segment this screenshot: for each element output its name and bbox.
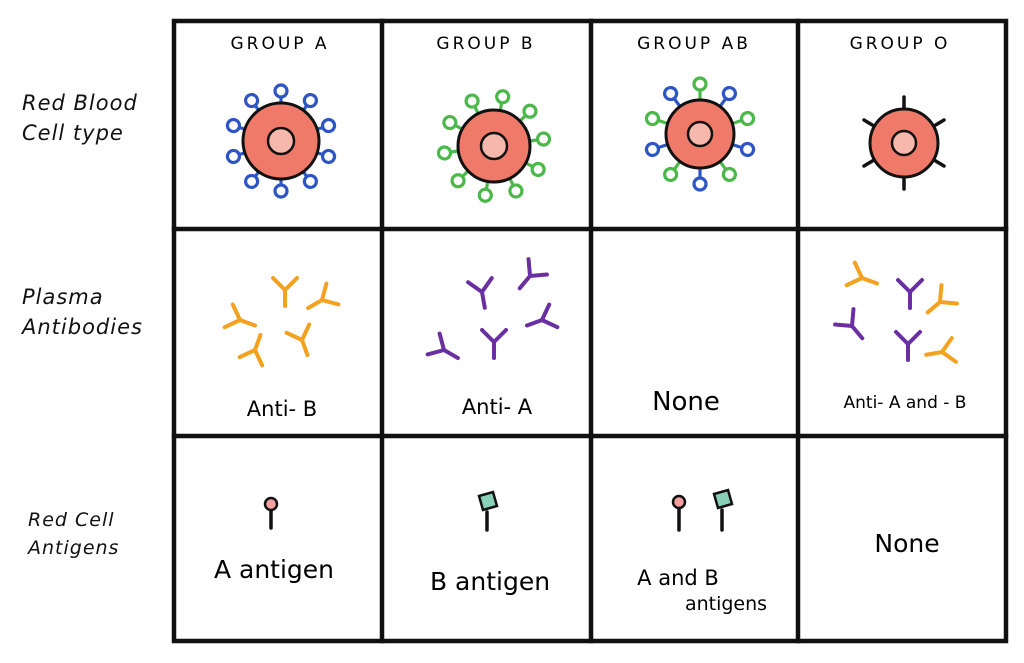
antigen-label-group-o: None: [874, 529, 939, 558]
row-label-line: Plasma: [22, 285, 104, 309]
a-antigen-icon: [671, 494, 687, 532]
column-header-group-a: GROUP A: [230, 34, 329, 54]
antigen-label-group-ab-line2: antigens: [685, 593, 767, 615]
red-blood-cell-group-b: [436, 88, 552, 204]
column-header-group-b: GROUP B: [436, 34, 535, 54]
table-grid: [171, 18, 1009, 644]
row-label-line: Antigens: [28, 537, 120, 559]
antigen-label-group-a: A antigen: [214, 555, 334, 584]
antibody-label-group-a: Anti- B: [247, 397, 317, 421]
row-label-line: Red Blood: [22, 91, 138, 115]
antigen-label-group-ab-line1: A and B: [637, 566, 719, 590]
b-antigen-icon: [712, 488, 734, 532]
b-antigen-icon: [477, 490, 499, 532]
row-label-line: Antibodies: [22, 315, 143, 339]
antibody-label-group-o: Anti- A and - B: [844, 393, 967, 413]
column-header-group-o: GROUP O: [850, 34, 951, 54]
antibodies-anti-b-cluster: [222, 276, 341, 368]
row-label-line: Cell type: [22, 121, 124, 145]
red-blood-cell-group-o: [862, 95, 946, 191]
column-header-group-ab: GROUP AB: [637, 34, 751, 54]
antigen-label-group-b: B antigen: [430, 567, 550, 596]
antibodies-anti-a-and-b-cluster: [833, 260, 959, 369]
row-label-red-cell-antigens: Red Cell Antigens: [28, 506, 119, 562]
row-label-red-blood-cell-type: Red Blood Cell type: [22, 88, 138, 148]
antibody-label-group-b: Anti- A: [462, 395, 533, 419]
antibodies-anti-a-cluster: [425, 257, 560, 371]
antibody-label-group-ab: None: [652, 387, 720, 417]
row-label-plasma-antibodies: Plasma Antibodies: [22, 282, 143, 342]
red-blood-cell-group-a: [224, 83, 338, 199]
row-label-line: Red Cell: [28, 509, 115, 531]
red-blood-cell-group-ab: [643, 76, 757, 192]
a-antigen-icon: [263, 496, 279, 530]
